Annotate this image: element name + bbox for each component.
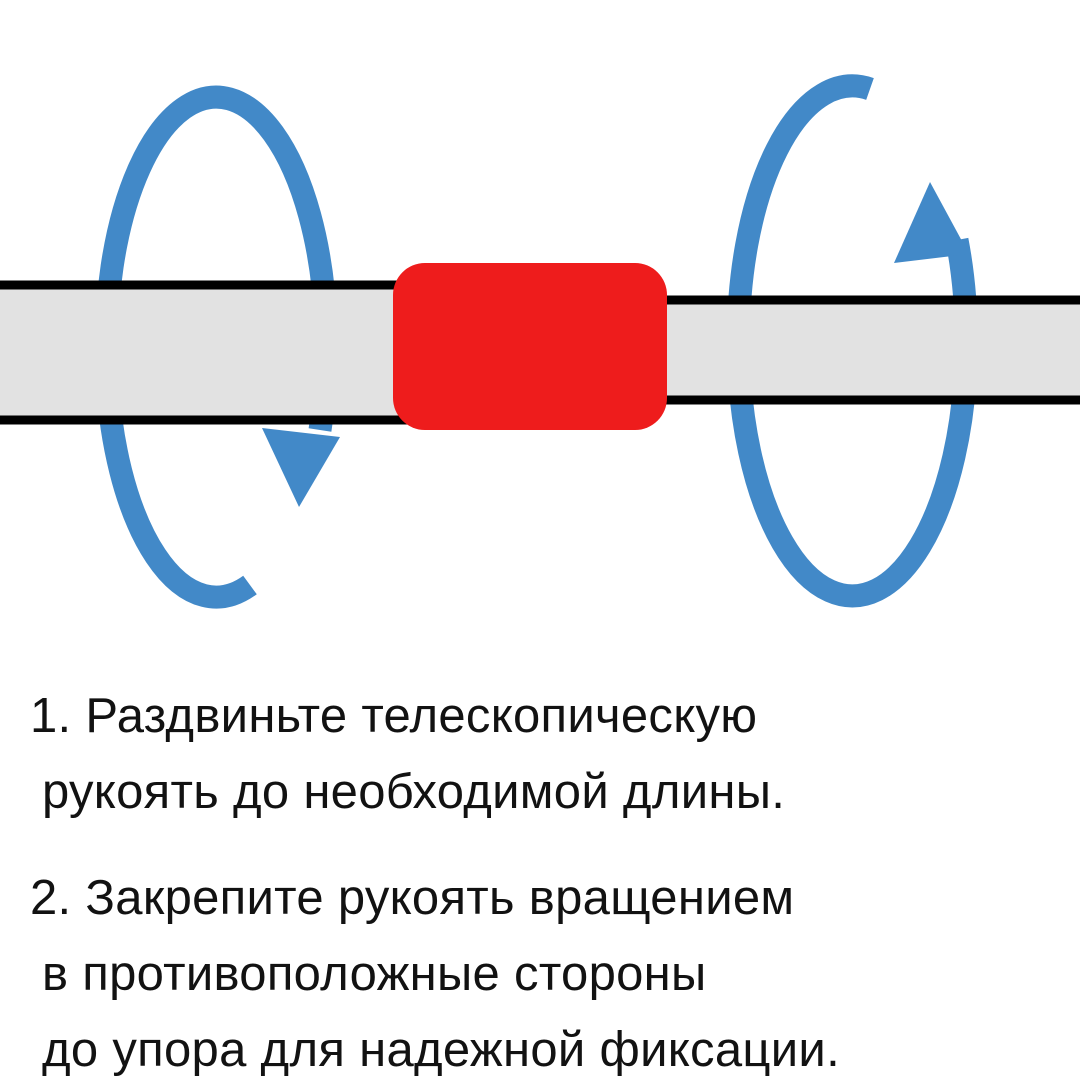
step-2-line-1: 2. Закрепите рукоять вращением [30, 871, 795, 925]
rod-left-section [0, 280, 440, 425]
step-2-line-3: до упора для надежной фиксации. [42, 1023, 841, 1077]
step-1-line-1: 1. Раздвиньте телескопическую [30, 689, 758, 743]
step-1: 1. Раздвиньте телескопическую рукоять до… [30, 678, 1060, 830]
right-rotation-arc [726, 74, 978, 608]
locking-coupling [393, 263, 667, 430]
left-rotation-arrow-head-icon [262, 428, 340, 507]
telescopic-handle-diagram [0, 74, 1080, 609]
step-1-line-2: рукоять до необходимой длины. [42, 765, 786, 819]
instructions: 1. Раздвиньте телескопическую рукоять до… [30, 678, 1060, 1080]
step-2-line-2: в противоположные стороны [42, 947, 707, 1001]
step-2: 2. Закрепите рукоять вращением в противо… [30, 860, 1060, 1080]
left-rotation-arc [94, 85, 338, 609]
rod-right-section [635, 295, 1080, 405]
right-rotation-arrow-head-icon [894, 182, 969, 263]
